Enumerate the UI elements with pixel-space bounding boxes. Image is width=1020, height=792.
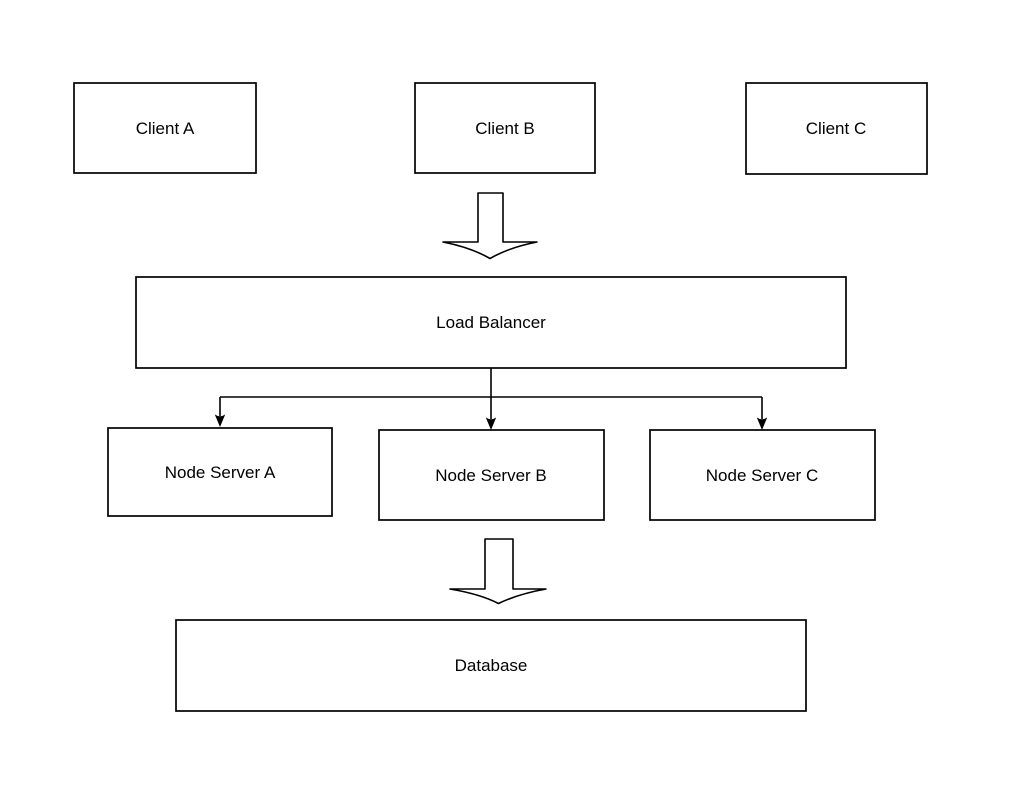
client-a-box [73, 82, 257, 174]
arrowhead-node-a-icon [214, 414, 226, 427]
client-c-box [745, 82, 928, 175]
edge-load-balancer-to-node-servers [214, 368, 768, 430]
client-b-label: Client B [475, 119, 535, 138]
load-balancer-box [135, 276, 847, 369]
node-server-c: Node Server C [649, 429, 876, 521]
block-arrow-down-icon [442, 192, 538, 260]
client-a-label: Client A [136, 119, 195, 138]
block-arrow-down-icon [449, 538, 547, 605]
node-server-c-box [649, 429, 876, 521]
node-server-a-box [107, 427, 333, 517]
node-server-b-label: Node Server B [435, 466, 547, 485]
database-label: Database [455, 656, 528, 675]
node-server-a: Node Server A [107, 427, 333, 517]
database-box [175, 619, 807, 712]
node-load-balancer: Load Balancer [135, 276, 847, 369]
node-client-a: Client A [73, 82, 257, 174]
edge-client-b-to-load-balancer [442, 192, 538, 260]
edge-node-server-b-to-database [449, 538, 547, 605]
arrowhead-node-c-icon [756, 417, 768, 430]
node-client-c: Client C [745, 82, 928, 175]
node-server-b: Node Server B [378, 429, 605, 521]
node-client-b: Client B [414, 82, 596, 174]
node-server-a-label: Node Server A [165, 463, 276, 482]
node-server-c-label: Node Server C [706, 466, 818, 485]
node-server-b-box [378, 429, 605, 521]
client-b-box [414, 82, 596, 174]
node-database: Database [175, 619, 807, 712]
load-balancer-label: Load Balancer [436, 313, 546, 332]
client-c-label: Client C [806, 119, 866, 138]
arrowhead-node-b-icon [485, 417, 497, 430]
